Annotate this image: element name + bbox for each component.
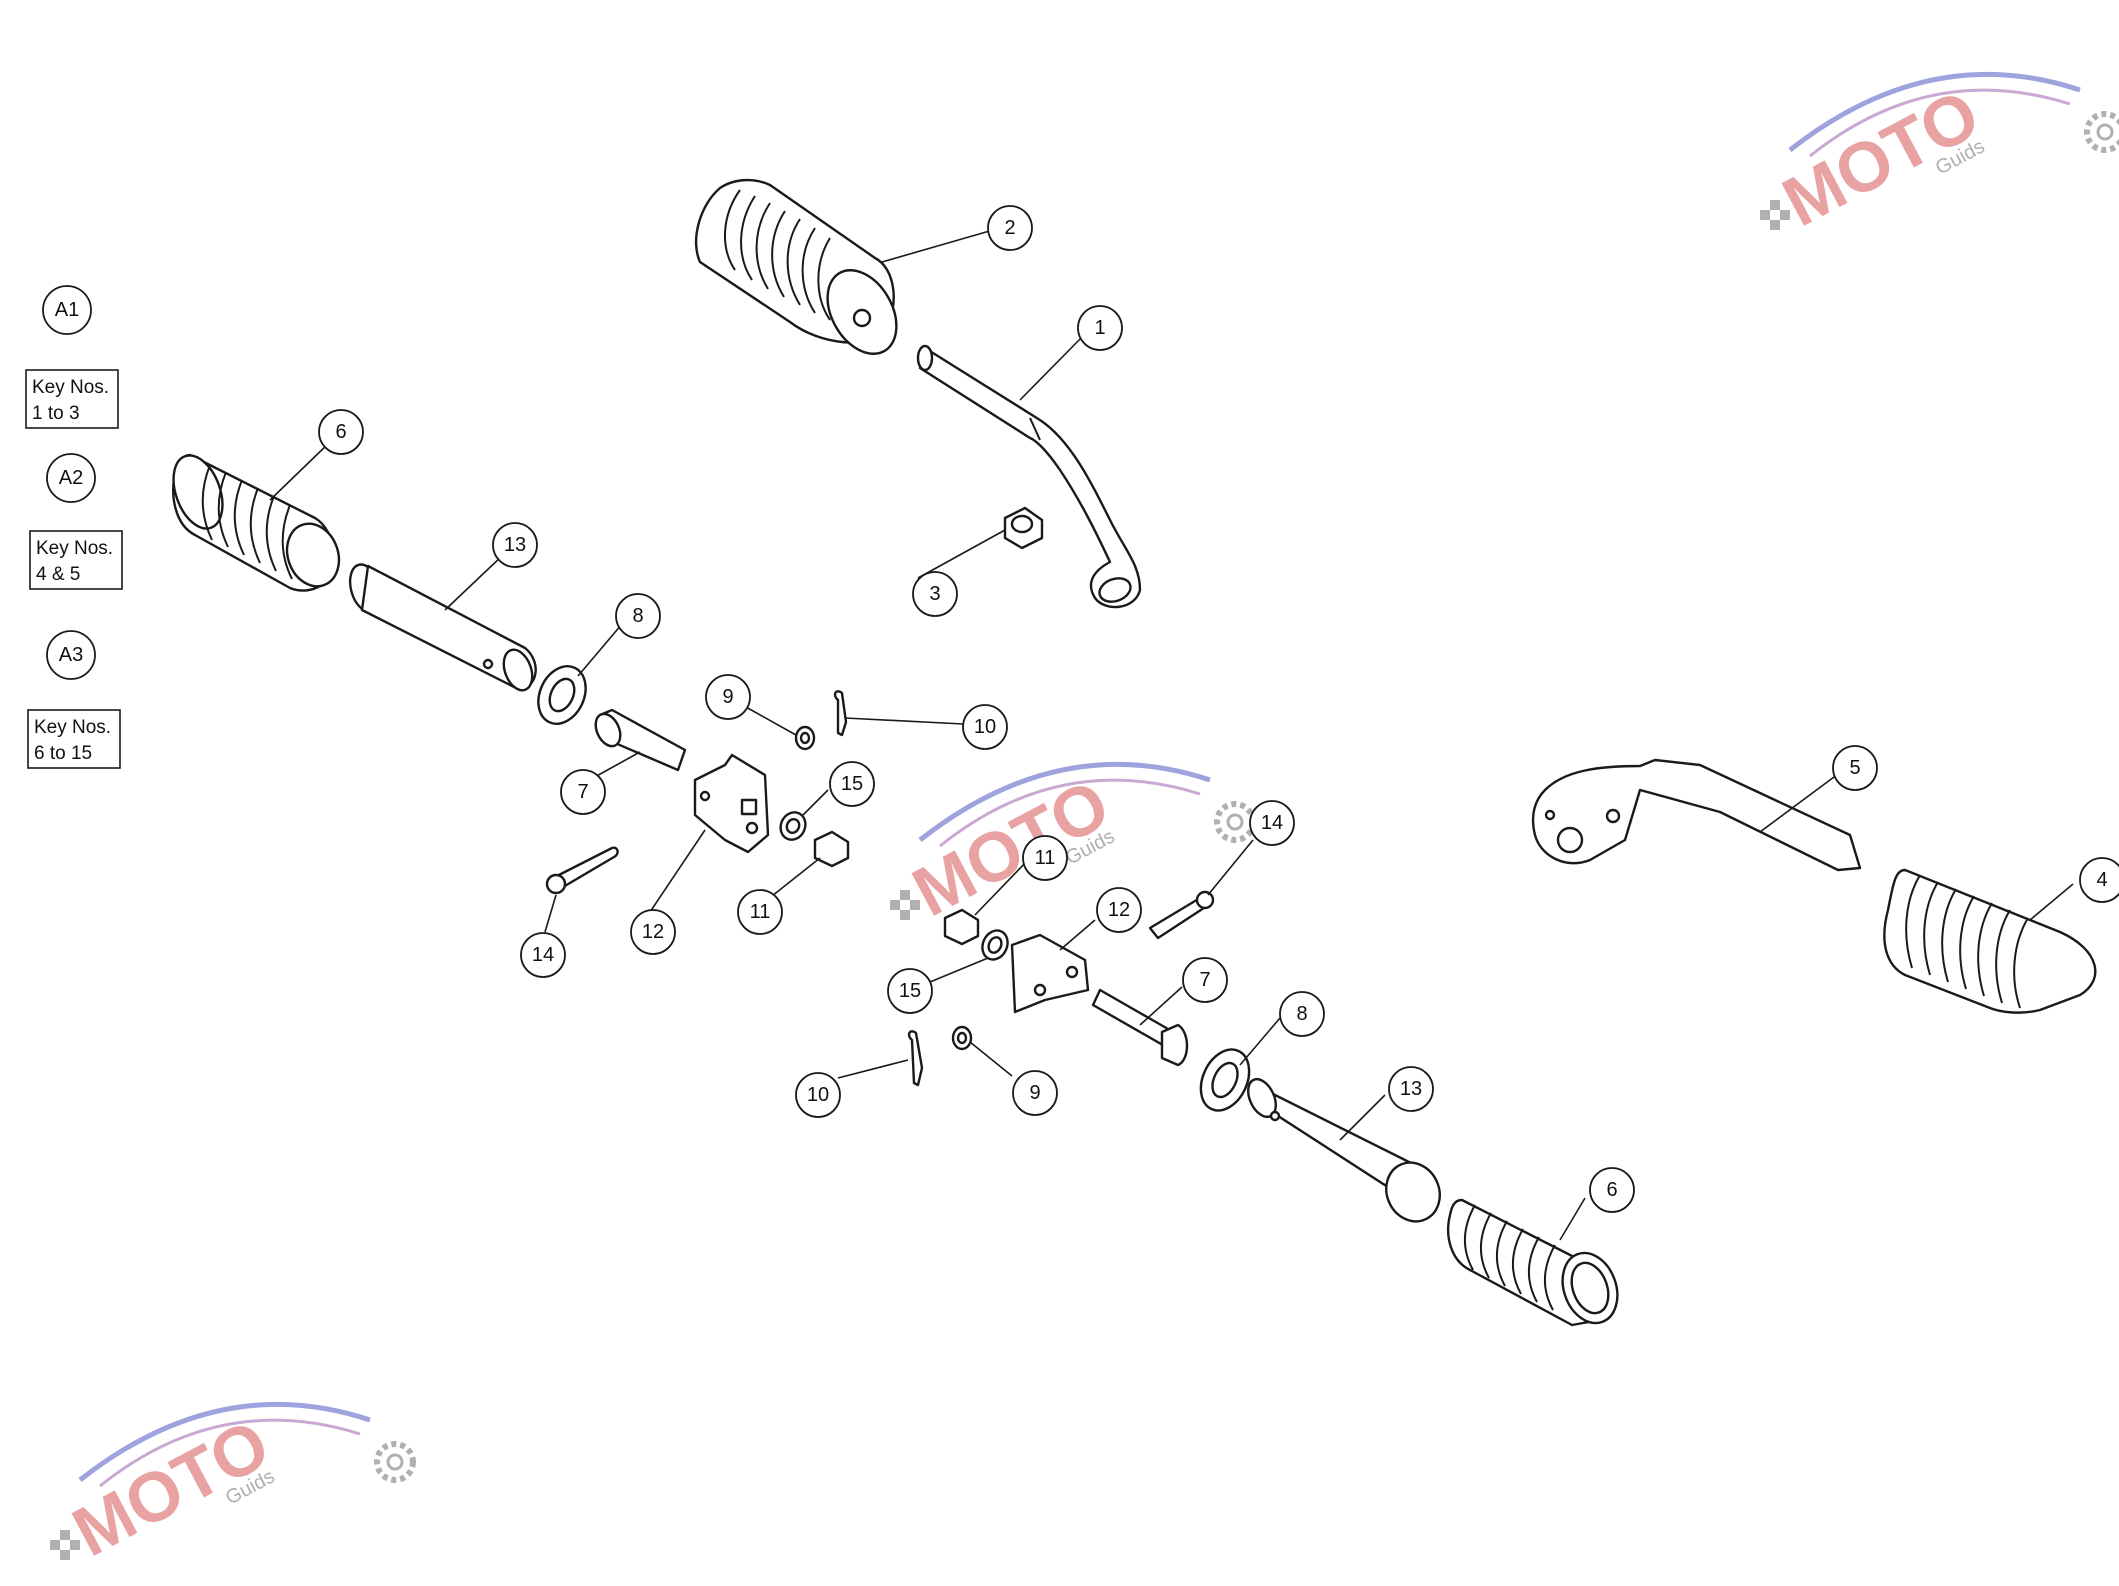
callout-1: 1 — [1077, 305, 1123, 351]
callout-number: 14 — [532, 944, 554, 966]
callout-number: 13 — [1400, 1078, 1422, 1100]
washer-15-right — [981, 929, 1009, 961]
split-pin-10-left — [833, 690, 848, 737]
callout-12: 12 — [1096, 887, 1142, 933]
washer-8-right — [1199, 1048, 1251, 1112]
callout-7: 7 — [560, 769, 606, 815]
callout-14: 14 — [1249, 800, 1295, 846]
callout-number: 10 — [974, 716, 996, 738]
callout-4: 4 — [2079, 857, 2119, 903]
callout-10: 10 — [795, 1072, 841, 1118]
bracket-12-left — [693, 753, 770, 854]
callout-number: 10 — [807, 1084, 829, 1106]
callout-number: 9 — [722, 686, 733, 708]
callout-11: 11 — [737, 889, 783, 935]
callout-number: 2 — [1004, 217, 1015, 239]
clevis-pin-14-right — [1148, 890, 1215, 940]
bolt-7-right — [1091, 988, 1189, 1067]
pivot-pin-13-right — [1247, 1077, 1441, 1223]
clevis-pin-14-left — [545, 846, 619, 895]
callout-number: 4 — [2096, 869, 2107, 891]
footrest-rubber-6-left — [172, 453, 341, 592]
footrest-hanger-5 — [1531, 758, 1862, 872]
callout-7: 7 — [1182, 957, 1228, 1003]
callout-number: 15 — [899, 980, 921, 1002]
svg-text:A2: A2 — [59, 467, 83, 489]
callout-8: 8 — [615, 593, 661, 639]
callout-2: 2 — [987, 205, 1033, 251]
footrest-rubber-4 — [1883, 868, 2097, 1014]
footrest-rubber-2 — [694, 178, 898, 355]
callout-14: 14 — [520, 932, 566, 978]
split-pin-10-right — [907, 1030, 924, 1087]
callout-9: 9 — [1012, 1070, 1058, 1116]
nut-11-right — [943, 908, 980, 946]
washer-9-right — [951, 1025, 973, 1051]
callout-11: 11 — [1022, 835, 1068, 881]
callout-12: 12 — [630, 909, 676, 955]
callout-15: 15 — [829, 761, 875, 807]
svg-text:Key Nos.: Key Nos. — [34, 717, 111, 738]
section-marker-a2: A2 — [46, 453, 96, 503]
callout-number: 13 — [504, 534, 526, 556]
pivot-pin-13-left — [348, 563, 537, 692]
svg-text:Key Nos.: Key Nos. — [36, 538, 113, 559]
callout-15: 15 — [887, 968, 933, 1014]
footrest-hanger-1 — [916, 344, 1142, 609]
callout-number: 5 — [1849, 757, 1860, 779]
bracket-12-right — [1010, 933, 1090, 1014]
callout-6: 6 — [318, 409, 364, 455]
callout-number: 3 — [929, 583, 940, 605]
bolt-7-left — [594, 708, 687, 772]
callout-3: 3 — [912, 571, 958, 617]
callout-6: 6 — [1589, 1167, 1635, 1213]
nut-11-left — [813, 830, 850, 868]
section-marker-a1: A1 — [42, 285, 92, 335]
callout-number: 12 — [1108, 899, 1130, 921]
svg-text:Key Nos.: Key Nos. — [32, 377, 109, 398]
watermark-top-right: MOTO Guids — [1760, 74, 2119, 241]
washer-15-left — [779, 811, 807, 841]
nut-3 — [1003, 506, 1044, 550]
svg-text:A1: A1 — [55, 299, 79, 321]
key-box-a3: Key Nos. 6 to 15 — [27, 709, 121, 769]
callout-number: 11 — [1035, 847, 1056, 869]
callout-number: 8 — [632, 605, 643, 627]
callout-number: 1 — [1094, 317, 1105, 339]
leader-lines — [269, 229, 2074, 1241]
callout-number: 7 — [577, 781, 588, 803]
svg-text:1 to 3: 1 to 3 — [32, 403, 80, 424]
callout-10: 10 — [962, 704, 1008, 750]
key-box-a1: Key Nos. 1 to 3 — [25, 369, 119, 429]
callout-13: 13 — [1388, 1066, 1434, 1112]
callout-number: 6 — [335, 421, 346, 443]
footrest-rubber-6-right — [1447, 1198, 1619, 1327]
callout-number: 8 — [1296, 1003, 1307, 1025]
watermark-bottom-left: MOTO Guids — [50, 1404, 413, 1571]
svg-text:4 & 5: 4 & 5 — [36, 564, 80, 585]
callout-13: 13 — [492, 522, 538, 568]
callout-5: 5 — [1832, 745, 1878, 791]
svg-text:6 to 15: 6 to 15 — [34, 743, 92, 764]
callout-8: 8 — [1279, 991, 1325, 1037]
washer-8-left — [537, 665, 587, 725]
callout-number: 14 — [1261, 812, 1283, 834]
callout-number: 15 — [841, 773, 863, 795]
callout-number: 9 — [1029, 1082, 1040, 1104]
callout-number: 11 — [750, 901, 771, 923]
callout-9: 9 — [705, 674, 751, 720]
callout-number: 6 — [1606, 1179, 1617, 1201]
callout-number: 7 — [1199, 969, 1210, 991]
section-marker-a3: A3 — [46, 630, 96, 680]
svg-text:A3: A3 — [59, 644, 83, 666]
callout-number: 12 — [642, 921, 664, 943]
key-box-a2: Key Nos. 4 & 5 — [29, 530, 123, 590]
washer-9-left — [794, 725, 816, 751]
